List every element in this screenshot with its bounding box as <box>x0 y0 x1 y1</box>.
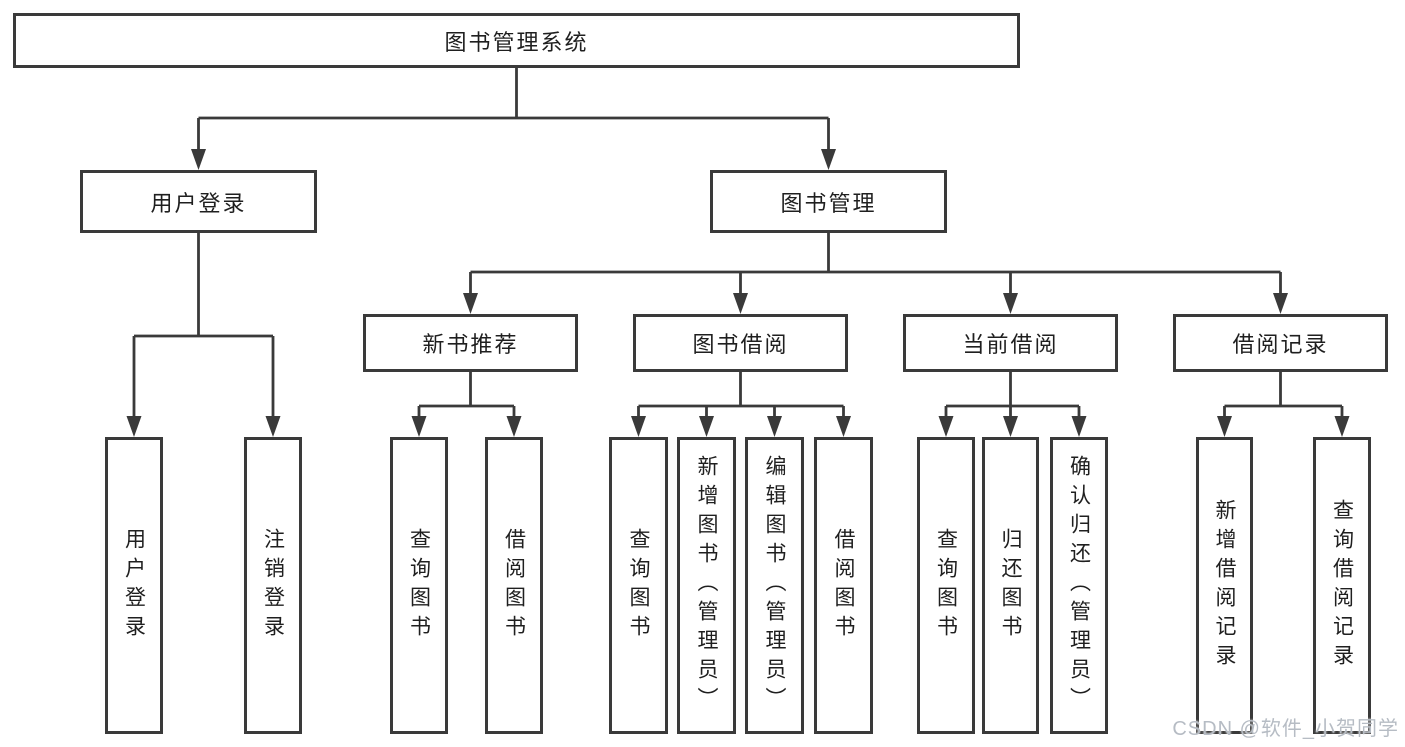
csdn-watermark: CSDN @软件_小贺同学 <box>1172 718 1399 740</box>
node-current-borrow: 当前借阅 <box>903 314 1118 372</box>
node-new-book-recommend: 新书推荐 <box>363 314 578 372</box>
node-user-login-label: 用户登录 <box>150 190 247 216</box>
node-borrow-records: 借阅记录 <box>1173 314 1388 372</box>
leaf-confirm-return-admin: 确认归还（管理员） <box>1050 437 1108 734</box>
leaf-logout-label: 注销登录 <box>261 527 285 644</box>
node-root: 图书管理系统 <box>13 13 1020 68</box>
node-current-borrow-label: 当前借阅 <box>962 332 1059 357</box>
leaf-confirm-return-admin-label: 确认归还（管理员） <box>1067 455 1091 716</box>
node-root-label: 图书管理系统 <box>444 29 589 55</box>
leaf-edit-books-admin-label: 编辑图书（管理员） <box>763 455 786 716</box>
node-book-borrow: 图书借阅 <box>633 314 848 372</box>
leaf-borrow-books: 借阅图书 <box>814 437 873 734</box>
node-new-book-recommend-label: 新书推荐 <box>422 332 519 357</box>
leaf-add-borrow-record: 新增借阅记录 <box>1196 437 1253 734</box>
node-borrow-records-label: 借阅记录 <box>1232 332 1329 357</box>
leaf-query-borrow-record-label: 查询借阅记录 <box>1330 498 1354 673</box>
leaf-borrow-books-label: 借阅图书 <box>832 527 855 644</box>
leaf-query-books-current: 查询图书 <box>917 437 975 734</box>
leaf-query-borrow-record: 查询借阅记录 <box>1313 437 1371 734</box>
leaf-query-books-recommend-label: 查询图书 <box>407 527 431 644</box>
leaf-return-books: 归还图书 <box>982 437 1039 734</box>
node-book-management-label: 图书管理 <box>780 190 877 216</box>
node-user-login: 用户登录 <box>80 170 317 233</box>
leaf-add-borrow-record-label: 新增借阅记录 <box>1213 498 1236 673</box>
node-book-management: 图书管理 <box>710 170 947 233</box>
leaf-query-books-borrow-label: 查询图书 <box>627 527 650 644</box>
leaf-edit-books-admin: 编辑图书（管理员） <box>745 437 804 734</box>
leaf-add-books-admin-label: 新增图书（管理员） <box>695 455 718 716</box>
leaf-borrow-books-recommend: 借阅图书 <box>485 437 543 734</box>
leaf-user-login: 用户登录 <box>105 437 163 734</box>
node-book-borrow-label: 图书借阅 <box>692 332 789 357</box>
leaf-logout: 注销登录 <box>244 437 302 734</box>
leaf-query-books-borrow: 查询图书 <box>609 437 668 734</box>
leaf-return-books-label: 归还图书 <box>999 527 1022 644</box>
leaf-query-books-recommend: 查询图书 <box>390 437 448 734</box>
leaf-borrow-books-recommend-label: 借阅图书 <box>502 527 526 644</box>
leaf-add-books-admin: 新增图书（管理员） <box>677 437 736 734</box>
leaf-user-login-label: 用户登录 <box>122 527 146 644</box>
leaf-query-books-current-label: 查询图书 <box>934 527 958 644</box>
